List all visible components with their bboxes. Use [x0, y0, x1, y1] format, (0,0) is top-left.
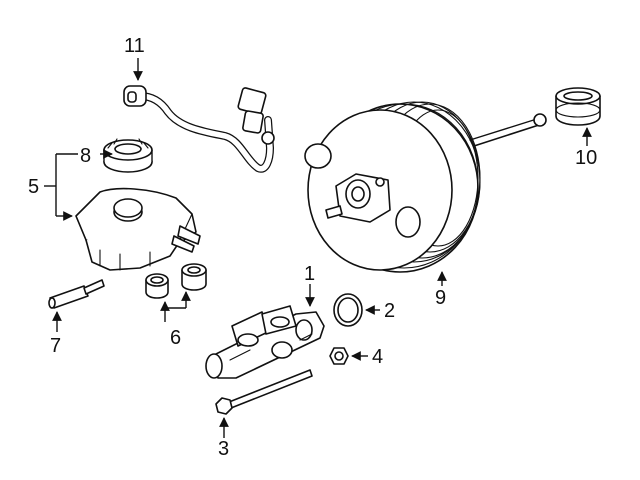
bolt	[215, 369, 313, 415]
callout-8: 8	[80, 145, 91, 167]
callout-6: 6	[170, 327, 181, 349]
nut	[329, 347, 349, 365]
dust-boot	[555, 87, 601, 126]
reservoir-cap	[103, 138, 153, 173]
master-cylinder	[205, 305, 325, 379]
o-ring	[333, 293, 363, 327]
callout-labels: 11 8 5 7 6 1 2 4 3 9 10	[28, 35, 597, 460]
callout-10: 10	[575, 147, 597, 169]
callout-5: 5	[28, 176, 39, 198]
callout-1: 1	[304, 263, 315, 285]
callout-7: 7	[50, 335, 61, 357]
leader-lines	[44, 58, 592, 438]
callout-4: 4	[372, 346, 383, 368]
grommets	[145, 263, 207, 299]
callout-3: 3	[218, 438, 229, 460]
callout-11: 11	[124, 35, 145, 57]
sensor-pin	[48, 279, 105, 309]
vacuum-hose	[123, 85, 275, 173]
callout-2: 2	[384, 300, 395, 322]
fluid-reservoir	[75, 187, 201, 271]
brake-booster	[304, 101, 547, 273]
callout-9: 9	[435, 287, 446, 309]
